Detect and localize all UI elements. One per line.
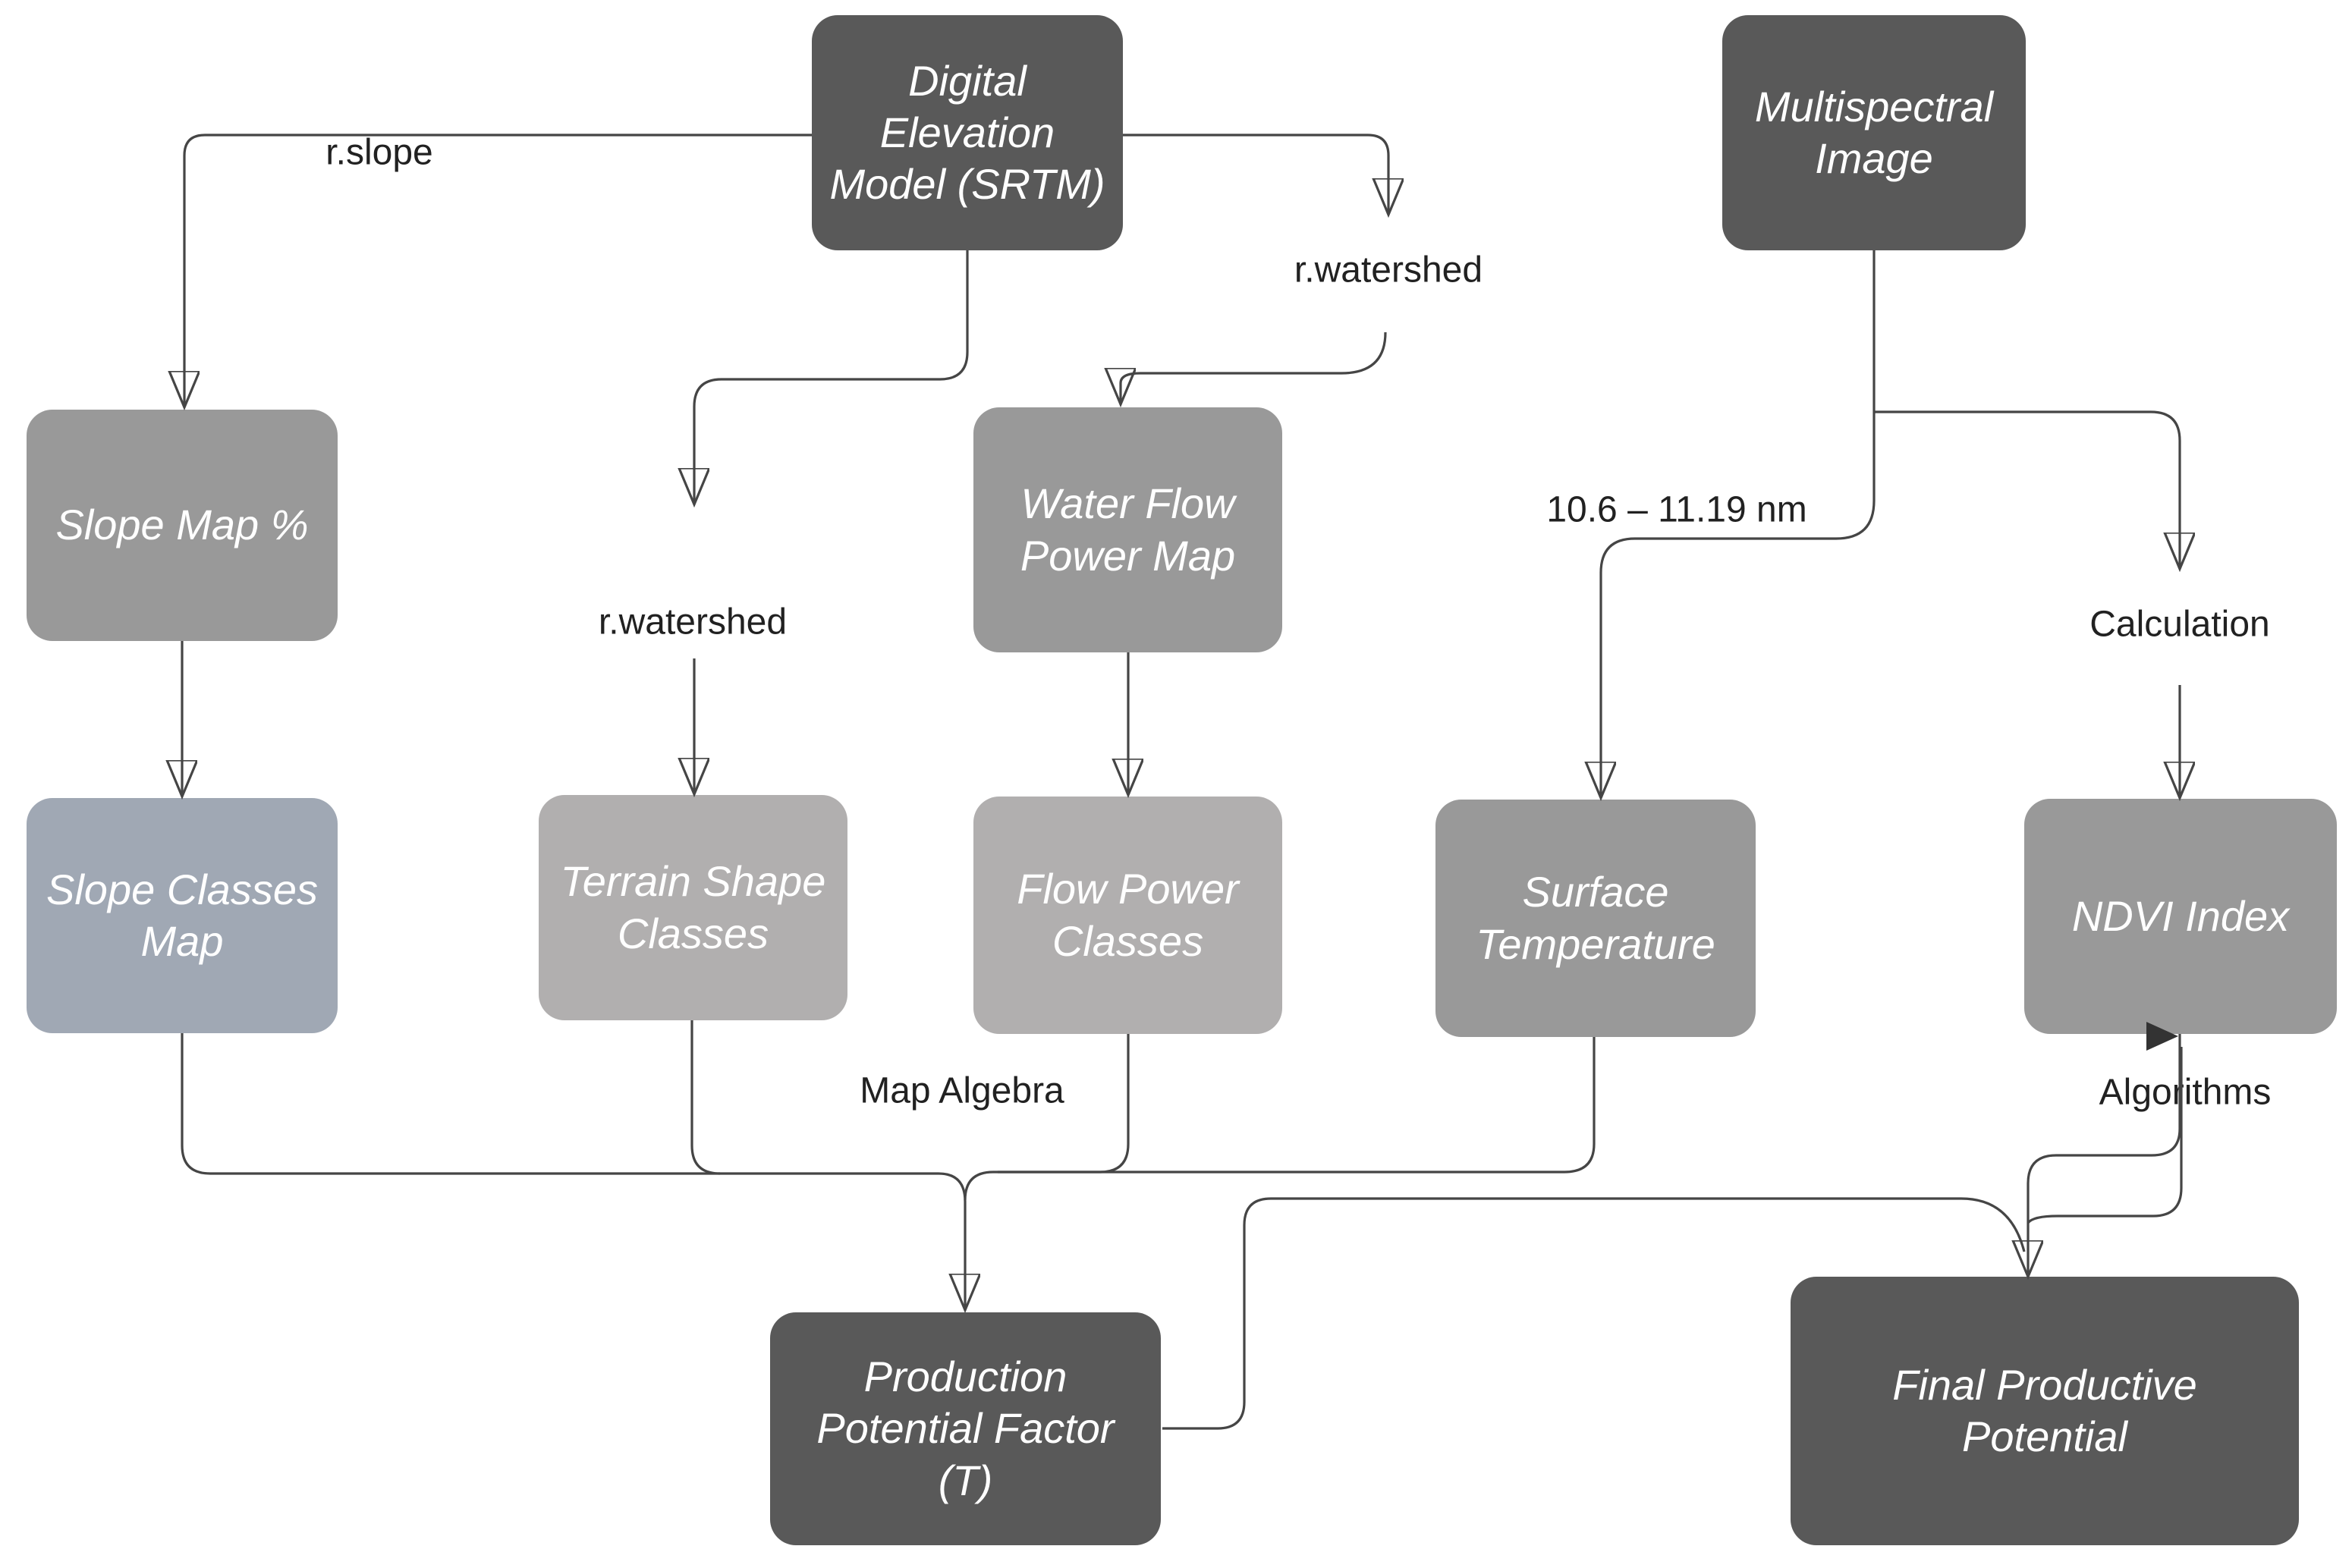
node-terrain-shape-classes: Terrain Shape Classes xyxy=(539,795,847,1020)
edge-terrain-shape-to-bus xyxy=(690,1020,721,1175)
edge-label-map-algebra: Map Algebra xyxy=(860,1070,1064,1111)
node-terrain-shape-classes-label: Terrain Shape Classes xyxy=(560,857,826,957)
edge-dem-to-rwatershed-left xyxy=(694,250,969,503)
edge-dem-to-rwatershed-top xyxy=(1123,134,1388,213)
edge-label-r-watershed-top: r.watershed xyxy=(1294,250,1483,291)
node-multispectral-image: Multispectral Image xyxy=(1722,15,2026,250)
node-flow-power-classes: Flow Power Classes xyxy=(973,797,1282,1034)
edge-flow-power-to-bus xyxy=(964,1034,1130,1201)
node-surface-temperature-label: Surface Temperature xyxy=(1476,868,1715,968)
edge-dem-to-slope-map xyxy=(184,134,812,406)
node-water-flow-power-map: Water Flow Power Map xyxy=(973,407,1282,652)
node-digital-elevation-model: Digital Elevation Model (SRTM) xyxy=(812,15,1123,250)
node-slope-map-label: Slope Map % xyxy=(55,501,309,549)
node-ndvi-index: NDVI Index xyxy=(2024,799,2337,1034)
node-flow-power-classes-label: Flow Power Classes xyxy=(1017,865,1239,965)
edge-label-r-slope: r.slope xyxy=(325,132,433,173)
node-multispectral-image-label: Multispectral Image xyxy=(1754,82,1994,182)
node-surface-temperature: Surface Temperature xyxy=(1435,800,1756,1037)
node-production-potential-factor-label: Production Potential Factor (T) xyxy=(816,1353,1115,1504)
node-slope-map: Slope Map % xyxy=(27,410,338,641)
edge-label-band-range: 10.6 – 11.19 nm xyxy=(1546,489,1807,530)
node-final-productive-potential: Final Productive Potential xyxy=(1791,1277,2299,1545)
edge-label-r-watershed-left: r.watershed xyxy=(598,602,788,643)
edge-rwatershed-top-to-water-flow xyxy=(1121,332,1387,403)
edge-ndvi-to-fpp xyxy=(2028,1034,2181,1275)
node-final-productive-potential-label: Final Productive Potential xyxy=(1892,1360,2197,1460)
edge-multispectral-to-calculation xyxy=(1874,410,2180,567)
edge-label-algorithms: Algorithms xyxy=(2099,1072,2272,1113)
edge-slope-classes-to-ppf xyxy=(181,1033,965,1309)
node-digital-elevation-model-label: Digital Elevation Model (SRTM) xyxy=(829,56,1105,209)
node-production-potential-factor: Production Potential Factor (T) xyxy=(770,1312,1161,1545)
node-slope-classes-map: Slope Classes Map xyxy=(27,798,338,1033)
node-water-flow-power-map-label: Water Flow Power Map xyxy=(1020,479,1236,580)
edge-surface-temp-to-bus xyxy=(998,1037,1596,1174)
edge-label-calculation: Calculation xyxy=(2089,604,2270,645)
node-slope-classes-map-label: Slope Classes Map xyxy=(46,865,318,965)
node-ndvi-index-label: NDVI Index xyxy=(2071,891,2290,940)
